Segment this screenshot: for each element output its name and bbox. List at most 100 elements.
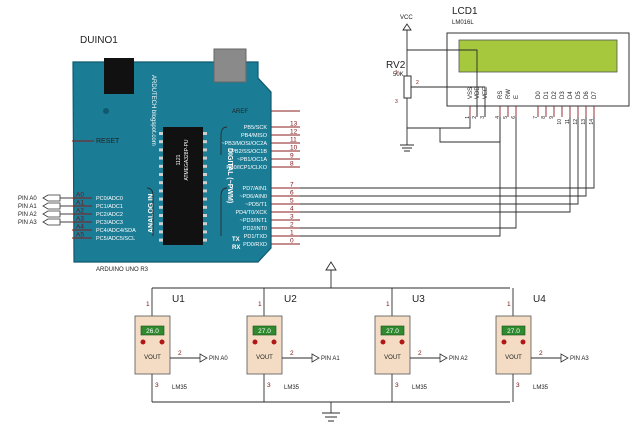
sensor-display bbox=[380, 325, 405, 336]
sensor-button-left[interactable] bbox=[140, 339, 146, 345]
lcd-pin-name: D4 bbox=[568, 91, 574, 99]
sensor-reading: 26.0 bbox=[146, 328, 159, 335]
chip-pin-left bbox=[159, 222, 163, 226]
digital-pin-func: PB5/SCK bbox=[244, 125, 268, 131]
sensor-pin-out: 2 bbox=[290, 350, 294, 357]
chip-pin-right bbox=[203, 173, 207, 176]
sensor-net-label: PIN A3 bbox=[570, 356, 589, 362]
lcd-pin-num: 7 bbox=[533, 116, 539, 119]
digital-pin-num: 2 bbox=[290, 222, 294, 229]
bus-wire bbox=[300, 117, 579, 205]
sensor-model: LM35 bbox=[412, 385, 428, 391]
digital-pin-num: 6 bbox=[290, 190, 294, 197]
lcd-pin-num: 1 bbox=[465, 116, 471, 119]
sensor-button-right[interactable] bbox=[520, 339, 526, 345]
sensor-button-right[interactable] bbox=[159, 339, 165, 345]
chip-pin-right bbox=[203, 140, 207, 144]
sensor-button-right[interactable] bbox=[271, 339, 277, 345]
lcd-pin-name: VDD bbox=[475, 86, 481, 99]
sensor-pin-in: 1 bbox=[386, 301, 390, 308]
vcc-arrow bbox=[325, 261, 337, 271]
sensor-display bbox=[252, 325, 277, 336]
analog-pin-func: PC5/ADC5/SCL bbox=[96, 236, 135, 242]
chip-pin-right bbox=[203, 132, 207, 135]
sensor-reading: 27.0 bbox=[386, 328, 399, 335]
vss-wire bbox=[407, 117, 471, 129]
lcd-pin-name: D3 bbox=[560, 91, 566, 99]
chip-pin-left bbox=[159, 164, 163, 168]
lcd-pin-num: 11 bbox=[565, 119, 571, 124]
digital-pin-func: PD1/TXD bbox=[244, 234, 267, 240]
pin-input-label: PIN A3 bbox=[18, 220, 37, 226]
lcd-ref: LCD1 bbox=[452, 6, 478, 17]
analog-pin-func: PC4/ADC4/SDA bbox=[96, 228, 136, 234]
lcd-pin-num: 12 bbox=[573, 119, 579, 125]
sensor-net-label: PIN A2 bbox=[449, 356, 468, 362]
chip-pin-right bbox=[203, 156, 207, 160]
lcd-pin-name: D0 bbox=[536, 91, 542, 99]
sensor-button-left[interactable] bbox=[252, 339, 258, 345]
chip-pin-right bbox=[203, 148, 207, 152]
sensor-button-left[interactable] bbox=[501, 339, 507, 345]
lcd-pin-num: 13 bbox=[581, 119, 587, 125]
aref-label: AREF bbox=[232, 109, 248, 115]
pin-input-label: PIN A2 bbox=[18, 212, 37, 218]
sensor-button-left[interactable] bbox=[380, 339, 386, 345]
digital-pin-num: 11 bbox=[290, 137, 297, 144]
lcd-pin-num: 5 bbox=[503, 116, 509, 119]
digital-pin-func: ~PD3/INT1 bbox=[240, 218, 267, 224]
sensor-pin-in: 1 bbox=[258, 301, 262, 308]
chip-pin-right bbox=[203, 189, 207, 193]
sensor-ref: U1 bbox=[172, 294, 185, 305]
sensor-out-label: VOUT bbox=[384, 355, 401, 361]
sensor-model: LM35 bbox=[172, 385, 188, 391]
lcd-pin-name: D7 bbox=[592, 91, 598, 99]
arduino-model: ARDUINO UNO R3 bbox=[96, 267, 149, 273]
pot-pin-3: 3 bbox=[395, 99, 398, 105]
data-bus-wires bbox=[300, 117, 595, 237]
chip-pin-right bbox=[203, 222, 207, 226]
digital-pin-func: PD2/INT0 bbox=[243, 226, 267, 232]
sensor-reading: 27.0 bbox=[258, 328, 271, 335]
pot-pin-1: 1 bbox=[395, 70, 398, 76]
sensor-net-label: PIN A0 bbox=[209, 356, 228, 362]
atmega-chip bbox=[163, 127, 203, 245]
sensor-ref: U4 bbox=[533, 294, 546, 305]
lcd-pin-num: 6 bbox=[511, 116, 517, 119]
analog-pin-func: PC2/ADC2 bbox=[96, 212, 123, 218]
sensor-pin-out: 2 bbox=[418, 350, 422, 357]
chip-pin-right bbox=[203, 197, 207, 201]
lcd-pins: VSS1VDD2VEE3RS4RW5E6D07D18D29D310D411D51… bbox=[465, 86, 598, 125]
lcd-pin-name: VEE bbox=[483, 87, 489, 99]
lcd-pin-num: 14 bbox=[589, 119, 595, 125]
chip-label: ATMEGA328P-PU bbox=[184, 139, 190, 180]
analog-bracket bbox=[146, 187, 154, 236]
digital-pin-num: 13 bbox=[290, 121, 298, 128]
lcd-pin-name: E bbox=[514, 95, 520, 99]
sensor-button-right[interactable] bbox=[399, 339, 405, 345]
bus-wire bbox=[300, 117, 517, 229]
chip-pin-left bbox=[159, 197, 163, 201]
digital-pin-func: PD4/T0/XCK bbox=[236, 210, 268, 216]
chip-sub: 1121 bbox=[176, 154, 182, 165]
chip-pin-right bbox=[203, 205, 207, 209]
rx-label: RX bbox=[232, 245, 240, 251]
bus-wire bbox=[300, 117, 587, 197]
chip-pins bbox=[159, 132, 207, 242]
sensor-pin-gnd: 3 bbox=[516, 382, 520, 389]
chip-pin-right bbox=[203, 230, 207, 234]
sensor-body bbox=[495, 315, 532, 375]
chip-pin-left bbox=[159, 214, 163, 217]
sensor-net-label: PIN A1 bbox=[321, 356, 340, 362]
power-jack bbox=[213, 48, 247, 83]
sensor-rails bbox=[152, 261, 510, 422]
analog-pin-num: A2 bbox=[76, 208, 84, 215]
pin-input-label: PIN A0 bbox=[18, 196, 37, 202]
analog-pin-num: A3 bbox=[76, 216, 84, 223]
lcd-pin-num: 8 bbox=[541, 116, 547, 119]
pot-ground-icon bbox=[400, 144, 414, 152]
tx-label: TX bbox=[232, 237, 240, 243]
arduino-ref: DUINO1 bbox=[80, 35, 118, 46]
